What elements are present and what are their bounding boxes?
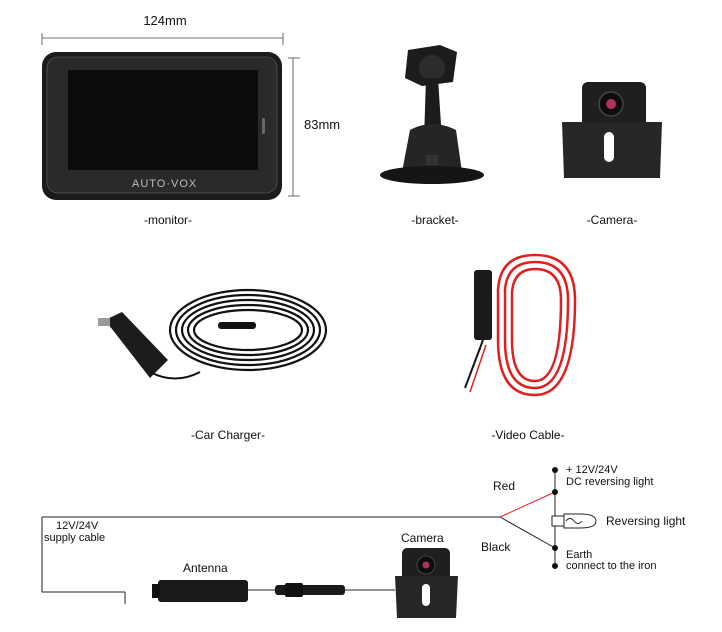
antenna-module-image xyxy=(152,580,248,602)
supply-label-line2: supply cable xyxy=(44,532,106,544)
camera-image xyxy=(562,82,662,178)
red-wire-label: Red xyxy=(493,479,516,493)
dc-label-line1: + 12V/24V xyxy=(566,464,618,476)
earth-label-line2: connect to the iron xyxy=(566,560,657,572)
terminal-dots xyxy=(552,467,558,569)
monitor-caption: -monitor- xyxy=(143,213,193,227)
wiring-camera-label: Camera xyxy=(401,531,444,545)
brand-logo: AUTO·VOX xyxy=(132,178,198,190)
width-dimension-line xyxy=(41,33,284,45)
bracket-caption: -bracket- xyxy=(411,213,459,227)
antenna-label: Antenna xyxy=(183,561,228,575)
bulb-icon xyxy=(551,513,597,529)
video-cable-caption: -Video Cable- xyxy=(491,428,565,442)
bracket-image xyxy=(380,45,484,184)
height-label: 83mm xyxy=(304,117,341,132)
reversing-light-label: Reversing light xyxy=(606,514,686,528)
black-wire-label: Black xyxy=(481,540,511,554)
height-dimension-line xyxy=(288,57,300,197)
supply-label-line1: 12V/24V xyxy=(56,520,99,532)
camera-caption: -Camera- xyxy=(586,213,638,227)
width-label: 124mm xyxy=(143,13,187,28)
car-charger-image xyxy=(98,288,328,380)
dc-label-line2: DC reversing light xyxy=(566,476,654,488)
red-wire xyxy=(499,491,556,518)
video-cable-image xyxy=(464,253,577,397)
monitor-image xyxy=(42,52,282,200)
connector-image xyxy=(275,583,345,597)
car-charger-caption: -Car Charger- xyxy=(190,428,266,442)
wiring-camera-image xyxy=(395,548,458,618)
earth-label-line1: Earth xyxy=(566,549,593,561)
